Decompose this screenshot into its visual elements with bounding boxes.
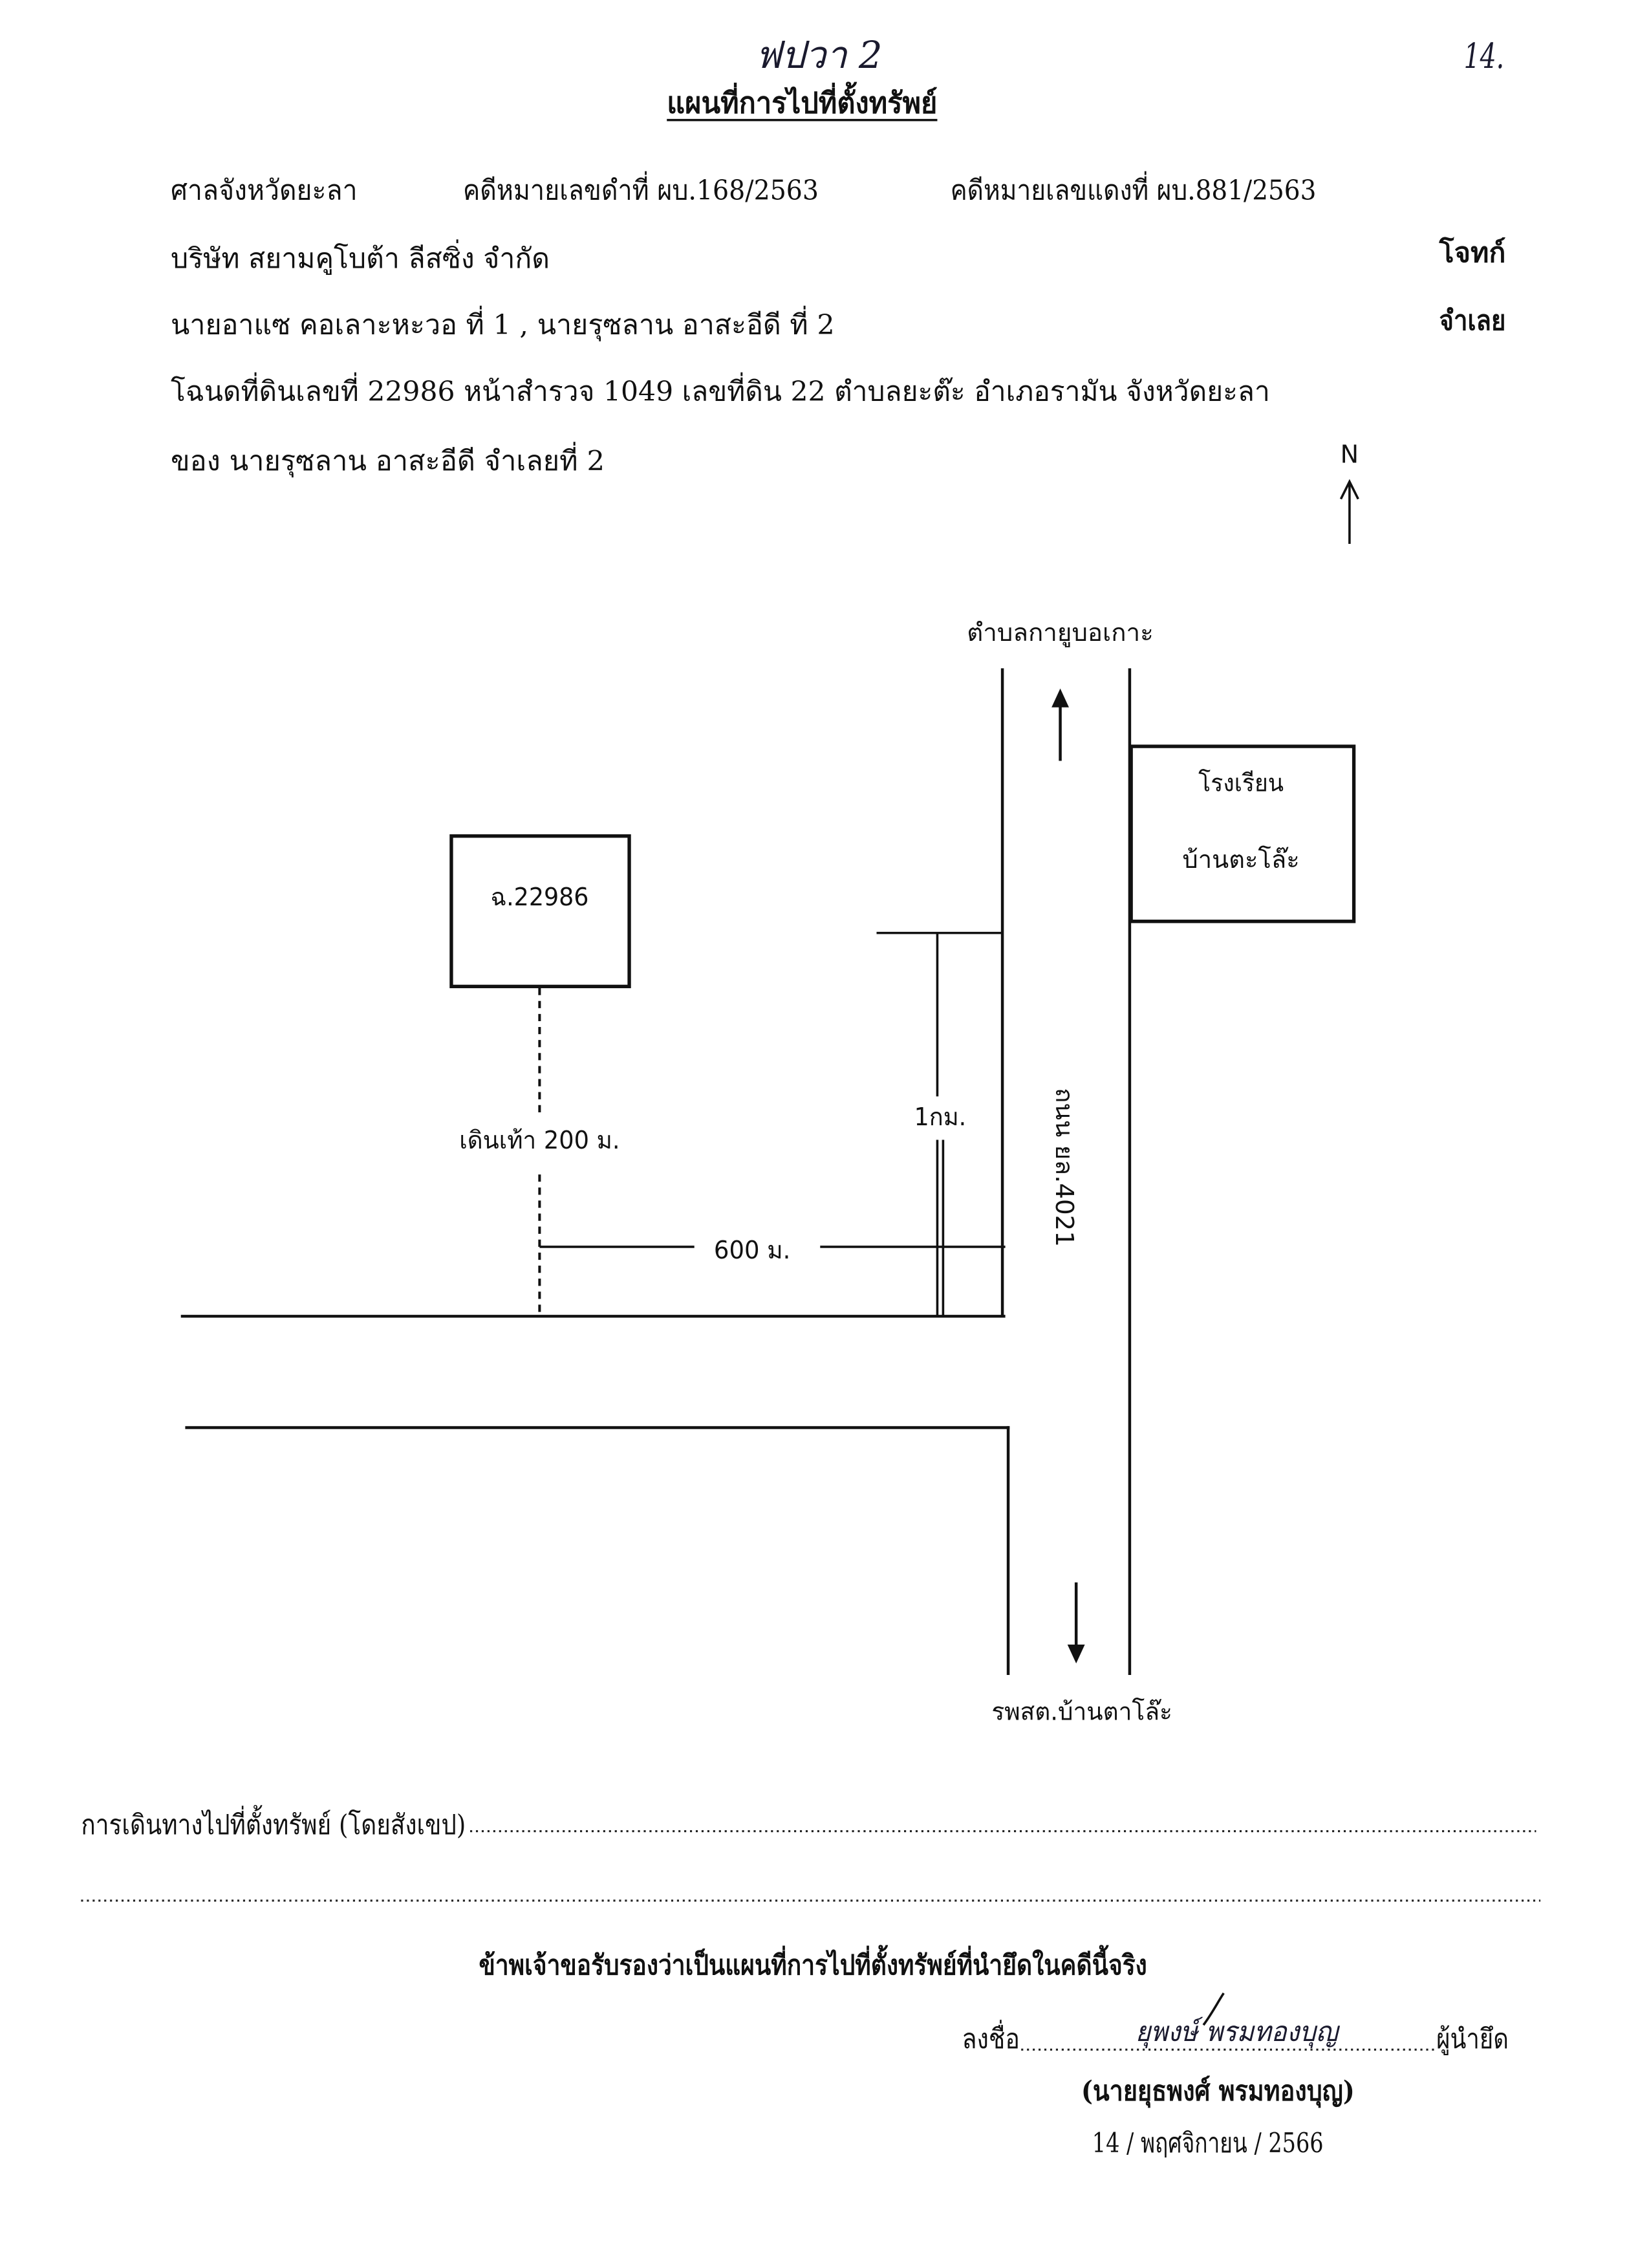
school-label-line2: บ้านตะโล๊ะ xyxy=(1183,845,1300,874)
signer-name: (นายยุธพงศ์ พรมทองบุญ) xyxy=(1081,2075,1355,2108)
sketch-map: ตำบลกายูบอเกาะ โรงเรียน บ้านตะโล๊ะ ฉ.229… xyxy=(180,618,1356,1725)
land-parcel-label: ฉ.22986 xyxy=(490,883,588,911)
distance-600m-label: 600 ม. xyxy=(714,1236,791,1264)
signer-role: ผู้นำยึด xyxy=(1436,2024,1509,2056)
handwritten-page-number: 14. xyxy=(1464,36,1505,76)
plaintiff-role: โจทก์ xyxy=(1439,236,1506,269)
defendant-names: นายอาแซ คอเลาะหะวอ ที่ 1 , นายรุซลาน อาส… xyxy=(171,306,835,342)
court-name: ศาลจังหวัดยะลา xyxy=(171,175,358,207)
footpath-distance-label: เดินเท้า 200 ม. xyxy=(459,1126,620,1154)
black-case-number: คดีหมายเลขดำที่ ผบ.168/2563 xyxy=(463,171,819,207)
signature-label: ลงชื่อ xyxy=(962,2020,1019,2055)
route-description-label: การเดินทางไปที่ตั้งทรัพย์ (โดยสังเขป) xyxy=(81,1805,466,1841)
title-deed-details: โฉนดที่ดินเลขที่ 22986 หน้าสำรวจ 1049 เล… xyxy=(171,373,1270,408)
distance-1km-label: 1กม. xyxy=(914,1103,967,1131)
handwritten-page-note: ฟปวา 2 xyxy=(755,33,883,77)
southbound-destination: รพสต.บ้านตาโล๊ะ xyxy=(991,1697,1172,1725)
document-date: 14 / พฤศจิกายน / 2566 xyxy=(1092,2128,1324,2159)
property-owner: ของ นายรุซลาน อาสะอีดี จำเลยที่ 2 xyxy=(171,442,605,478)
plaintiff-name: บริษัท สยามคูโบต้า ลีสซิ่ง จำกัด xyxy=(171,239,550,275)
handwritten-signature: ยุพงษ์ พรมทองบุญ xyxy=(1136,2016,1341,2049)
defendant-role: จำเลย xyxy=(1439,305,1506,337)
land-parcel-box xyxy=(449,834,631,989)
north-label: N xyxy=(1341,440,1359,469)
southbound-arrow-icon xyxy=(1067,1582,1085,1664)
northbound-destination: ตำบลกายูบอเกาะ xyxy=(967,618,1154,647)
school-label-line1: โรงเรียน xyxy=(1198,768,1284,797)
northbound-arrow-icon xyxy=(1051,688,1069,761)
document-title: แผนที่การไปที่ตั้งทรัพย์ xyxy=(667,81,937,120)
red-case-number: คดีหมายเลขแดงที่ ผบ.881/2563 xyxy=(951,171,1317,207)
north-arrow-icon xyxy=(1339,479,1359,544)
road-name-label: ถนน ยล.4021 xyxy=(1050,1088,1079,1247)
school-landmark-box xyxy=(1129,744,1356,923)
certification-statement: ข้าพเจ้าขอรับรองว่าเป็นแผนที่การไปที่ตั้… xyxy=(479,1945,1147,1982)
signature-flourish xyxy=(1202,1993,1225,2026)
